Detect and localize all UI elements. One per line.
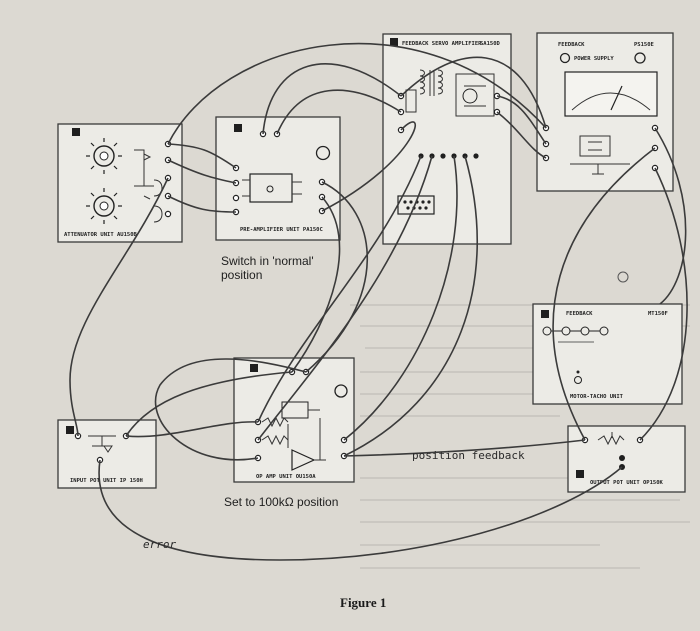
- wire: [552, 147, 656, 441]
- unit-mark-icon: [72, 128, 80, 136]
- opamp-label: OP AMP UNIT OU150A: [256, 474, 316, 480]
- output-pot-resistor-icon: [597, 432, 625, 446]
- switch-note-line1: Switch in 'normal': [221, 254, 314, 268]
- unit-mark-icon: [541, 310, 549, 318]
- output-pot-unit: OUTPUT POT UNIT OP150K: [567, 425, 686, 493]
- servo-amplifier-unit: FEEDBACK SERVO AMPLIFIER SA150D: [382, 33, 512, 245]
- wire: [321, 121, 416, 212]
- position-feedback-wire: [343, 439, 586, 457]
- transformer-icon: [419, 69, 443, 96]
- servo-socket[interactable]: [440, 153, 446, 159]
- power-supply-subtitle: POWER SUPPLY: [574, 56, 614, 62]
- output-pot-terminal[interactable]: [619, 455, 625, 461]
- figure-caption: Figure 1: [340, 595, 386, 610]
- loose-ring-icon: [617, 271, 629, 283]
- input-pot-label: INPUT POT UNIT IP 150H: [70, 478, 143, 484]
- output-pot-label: OUTPUT POT UNIT OP150K: [590, 480, 664, 486]
- preamplifier-terminal[interactable]: [232, 194, 240, 202]
- wire: [167, 42, 547, 145]
- wire: [639, 167, 688, 441]
- input-pot-unit: INPUT POT UNIT IP 150H: [57, 419, 157, 489]
- wire: [257, 155, 422, 423]
- background-page-text: [350, 304, 690, 569]
- opamp-leads-icon: [287, 409, 326, 461]
- wire: [262, 63, 402, 135]
- motor-shaft-icon: [574, 376, 582, 384]
- attenuator-terminal[interactable]: [164, 210, 172, 218]
- switch-note-line2: position: [221, 268, 262, 282]
- motor-tacho-label: MOTOR-TACHO UNIT: [570, 394, 624, 400]
- unit-mark-icon: [234, 124, 242, 132]
- wire: [291, 196, 341, 373]
- wire: [257, 155, 433, 441]
- preamplifier-switch-icon[interactable]: [266, 185, 274, 193]
- wire: [496, 95, 547, 145]
- motor-tacho-model: MT150F: [648, 311, 668, 317]
- wire: [343, 155, 478, 457]
- preamplifier-block-icon: [249, 173, 293, 203]
- preamplifier-label: PRE-AMPLIFIER UNIT PA150C: [240, 227, 323, 233]
- meter-needle-icon: [610, 85, 623, 111]
- wire: [496, 111, 547, 159]
- wire: [125, 421, 259, 438]
- wire: [343, 155, 458, 441]
- meter-scale-icon: [571, 92, 651, 111]
- power-lamp-icon: [559, 52, 571, 64]
- attenuator-label: ATTENUATOR UNIT AU150B: [64, 232, 138, 238]
- preamplifier-unit: PRE-AMPLIFIER UNIT PA150C: [215, 116, 341, 241]
- unit-mark-icon: [390, 38, 398, 46]
- unit-mark-icon: [250, 364, 258, 372]
- motor-indicator-icon: [576, 370, 580, 374]
- wire: [276, 89, 402, 135]
- input-pot-wiper-icon: [88, 435, 116, 453]
- position-feedback-label: position feedback: [412, 449, 525, 462]
- unit-mark-icon: [66, 426, 74, 434]
- patch-wires: [69, 42, 688, 561]
- attenuator-dial-upper-icon[interactable]: [86, 138, 122, 174]
- amplifier-knob-icon[interactable]: [462, 88, 478, 104]
- servo-amplifier-title: FEEDBACK SERVO AMPLIFIER: [402, 41, 482, 47]
- wire: [654, 127, 687, 305]
- attenuator-dial-lower-icon[interactable]: [86, 188, 122, 224]
- attenuator-coil-icon: [153, 179, 163, 223]
- wire: [167, 159, 237, 184]
- error-loop-wire: [98, 459, 623, 561]
- opamp-triangle-icon: [291, 449, 316, 471]
- opamp-knob-icon[interactable]: [334, 384, 348, 398]
- wire: [400, 56, 547, 129]
- attenuator-unit: ATTENUATOR UNIT AU150B: [57, 123, 183, 243]
- set-note: Set to 100kΩ position: [224, 495, 338, 509]
- wire: [154, 358, 307, 461]
- bridge-icon: [405, 89, 417, 113]
- preamplifier-leads-icon: [242, 179, 302, 197]
- preamplifier-knob-icon[interactable]: [315, 145, 331, 161]
- servo-socket[interactable]: [473, 153, 479, 159]
- power-switch-icon[interactable]: [634, 52, 646, 64]
- power-supply-unit: FEEDBACK PS150E POWER SUPPLY: [536, 32, 674, 192]
- motor-tacho-title: FEEDBACK: [566, 311, 593, 317]
- wire: [69, 177, 169, 437]
- servo-amplifier-model: SA150D: [480, 41, 501, 47]
- power-supply-title: FEEDBACK: [558, 42, 585, 48]
- wire: [167, 143, 237, 169]
- motor-tacho-unit: FEEDBACK MT150F MOTOR-TACHO UNIT: [532, 303, 683, 405]
- unit-mark-icon: [576, 470, 584, 478]
- power-supply-model: PS150E: [634, 42, 654, 48]
- attenuator-circuit-icon: [134, 149, 154, 200]
- wire: [167, 195, 237, 213]
- error-label: error: [143, 538, 176, 551]
- wire: [125, 371, 293, 437]
- power-circuit-icon: [570, 135, 630, 175]
- output-stage-icon: [455, 73, 495, 117]
